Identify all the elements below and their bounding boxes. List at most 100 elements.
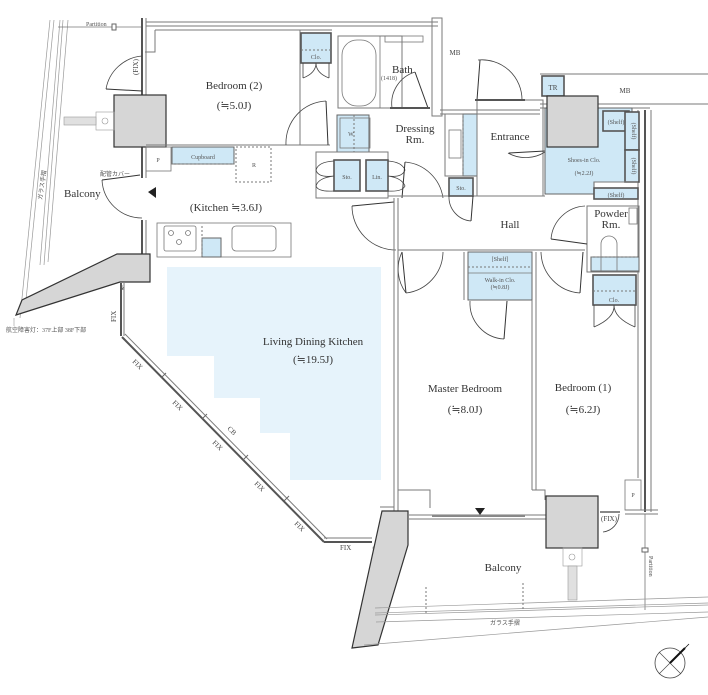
linen-doors-icon <box>387 160 406 192</box>
master-bedroom-area: (≒8.0J) <box>448 404 483 416</box>
powder-room <box>586 205 640 273</box>
bedroom2-door-arc <box>285 100 327 146</box>
powder-door-arc <box>550 205 586 240</box>
storage-right-door-arc <box>448 195 472 222</box>
storage-linen-group: Sto. Lin. <box>315 151 406 199</box>
north-compass-icon <box>654 643 690 679</box>
pipe-shaft-right-label: P <box>631 493 635 499</box>
bath-door-arc <box>391 71 416 109</box>
bedroom2-door-icon <box>325 100 329 146</box>
balcony-beam-left <box>63 116 97 126</box>
shoes-closet-area: (≒2.2J) <box>575 170 594 177</box>
shoe-closet-door-icon <box>508 150 546 154</box>
shoe-closet-door-arc <box>507 151 546 159</box>
storage-right <box>448 177 474 197</box>
kitchen-label: (Kitchen ≒3.6J) <box>190 202 262 214</box>
dressing-door-arc <box>404 161 444 199</box>
dressing-shelf <box>462 113 478 177</box>
master-door-arc <box>405 251 444 294</box>
toilet-icon <box>600 235 618 271</box>
front-door-icon <box>476 59 481 101</box>
fix-label-2: FIX <box>131 358 145 372</box>
partition-top <box>58 23 142 31</box>
cooktop-icon <box>163 225 197 252</box>
walkin-area: (≒0.8J) <box>491 284 510 291</box>
powder-counter <box>590 256 640 272</box>
linen-label: Lin. <box>372 175 382 181</box>
washer-label: W <box>348 132 354 138</box>
balcony-column-bottom <box>351 510 409 649</box>
bedroom2-label: Bedroom (2) <box>206 80 263 92</box>
meter-box-top-label: MB <box>450 49 461 57</box>
dressing-label-2: Rm. <box>406 134 425 146</box>
walkin-label: Walk-in Clo. <box>485 278 516 284</box>
ldk-window-wall <box>120 283 372 543</box>
closet-label: Clo. <box>311 55 322 61</box>
cupboard-label: Cupboard <box>191 155 215 161</box>
bedroom2-walls <box>146 29 330 146</box>
balcony-door-leaf-top <box>105 88 143 92</box>
bath-label: Bath <box>392 64 413 76</box>
ldk-door-arc <box>351 205 397 251</box>
refrigerator-label: R <box>252 163 256 169</box>
post-base-bottom <box>562 547 583 567</box>
walkin-door-icon <box>503 300 508 340</box>
fix-label-7: FIX <box>340 544 351 552</box>
walk-in-closet <box>467 251 533 301</box>
bedroom1-closet-label: Clo. <box>609 298 620 304</box>
shelf-top-label: (Shelf) <box>608 119 625 126</box>
shoes-closet-label: Shoes-in Clo. <box>568 158 601 164</box>
bedroom1-door-icon <box>579 251 584 294</box>
dressing-door-icon <box>401 161 406 199</box>
fix-window-label: (FIX) <box>132 58 140 75</box>
linen-closet <box>365 159 389 192</box>
bath-door-icon <box>414 71 429 109</box>
cupboard <box>171 146 235 165</box>
partition-right-label: Partition <box>647 556 653 577</box>
aviation-light-note: 航空障害灯：37F上部 38F下部 <box>6 326 86 334</box>
ldk-door-icon <box>351 201 395 207</box>
bath-room <box>337 35 403 109</box>
bathtub-icon <box>341 39 377 107</box>
bedroom2-area: (≒5.0J) <box>217 100 252 112</box>
closet-door-icon <box>302 62 330 79</box>
kitchen-counter <box>156 222 292 258</box>
bottom-balcony-rail <box>363 583 708 646</box>
asterisk-note-left: ※ <box>120 285 125 292</box>
balcony-beam-bottom <box>567 565 578 601</box>
powder-room-label-2: Rm. <box>602 219 621 231</box>
cb-label: CB <box>226 425 238 437</box>
dishwasher-space <box>201 237 222 258</box>
storage-doors-icon <box>315 160 335 192</box>
bottom-glass-rail-label: ガラス手摺 <box>490 619 520 627</box>
pipe-shaft-left-label: P <box>156 158 160 164</box>
bottom-balcony-label: Balcony <box>485 562 522 574</box>
ldk-area: (≒19.5J) <box>293 354 333 366</box>
balcony-column-left <box>14 253 151 316</box>
bedroom1-closet-door-icon <box>593 304 636 328</box>
bedroom1-label: Bedroom (1) <box>555 382 612 394</box>
entrance-label: Entrance <box>490 131 529 143</box>
fix-arc-right <box>602 513 620 533</box>
partition-top-label: Partition <box>86 22 107 28</box>
structural-column-bottom <box>545 495 599 549</box>
sink-icon <box>231 225 277 252</box>
powder-door-icon <box>550 238 588 245</box>
bedroom1-closet <box>592 274 637 306</box>
pipe-cover-label: 配管カバー <box>100 170 130 178</box>
fix-label-1: FIX <box>110 311 118 322</box>
front-door-arc <box>477 59 523 101</box>
meter-box-right-label: MB <box>620 87 631 95</box>
master-door-icon <box>401 251 407 294</box>
post-circle-left <box>101 117 109 125</box>
post-base-left <box>95 111 115 131</box>
storage-left-label: Sto. <box>342 175 352 181</box>
bottom-window-wall <box>380 489 546 520</box>
balcony-door-leaf-left <box>101 174 141 181</box>
walkin-shelf-label: [Shelf] <box>492 256 509 263</box>
bath-size: (1418) <box>381 75 397 82</box>
post-circle-bottom <box>568 553 576 561</box>
bedroom1-door-arc <box>540 251 581 294</box>
ldk-label: Living Dining Kitchen <box>263 336 364 348</box>
